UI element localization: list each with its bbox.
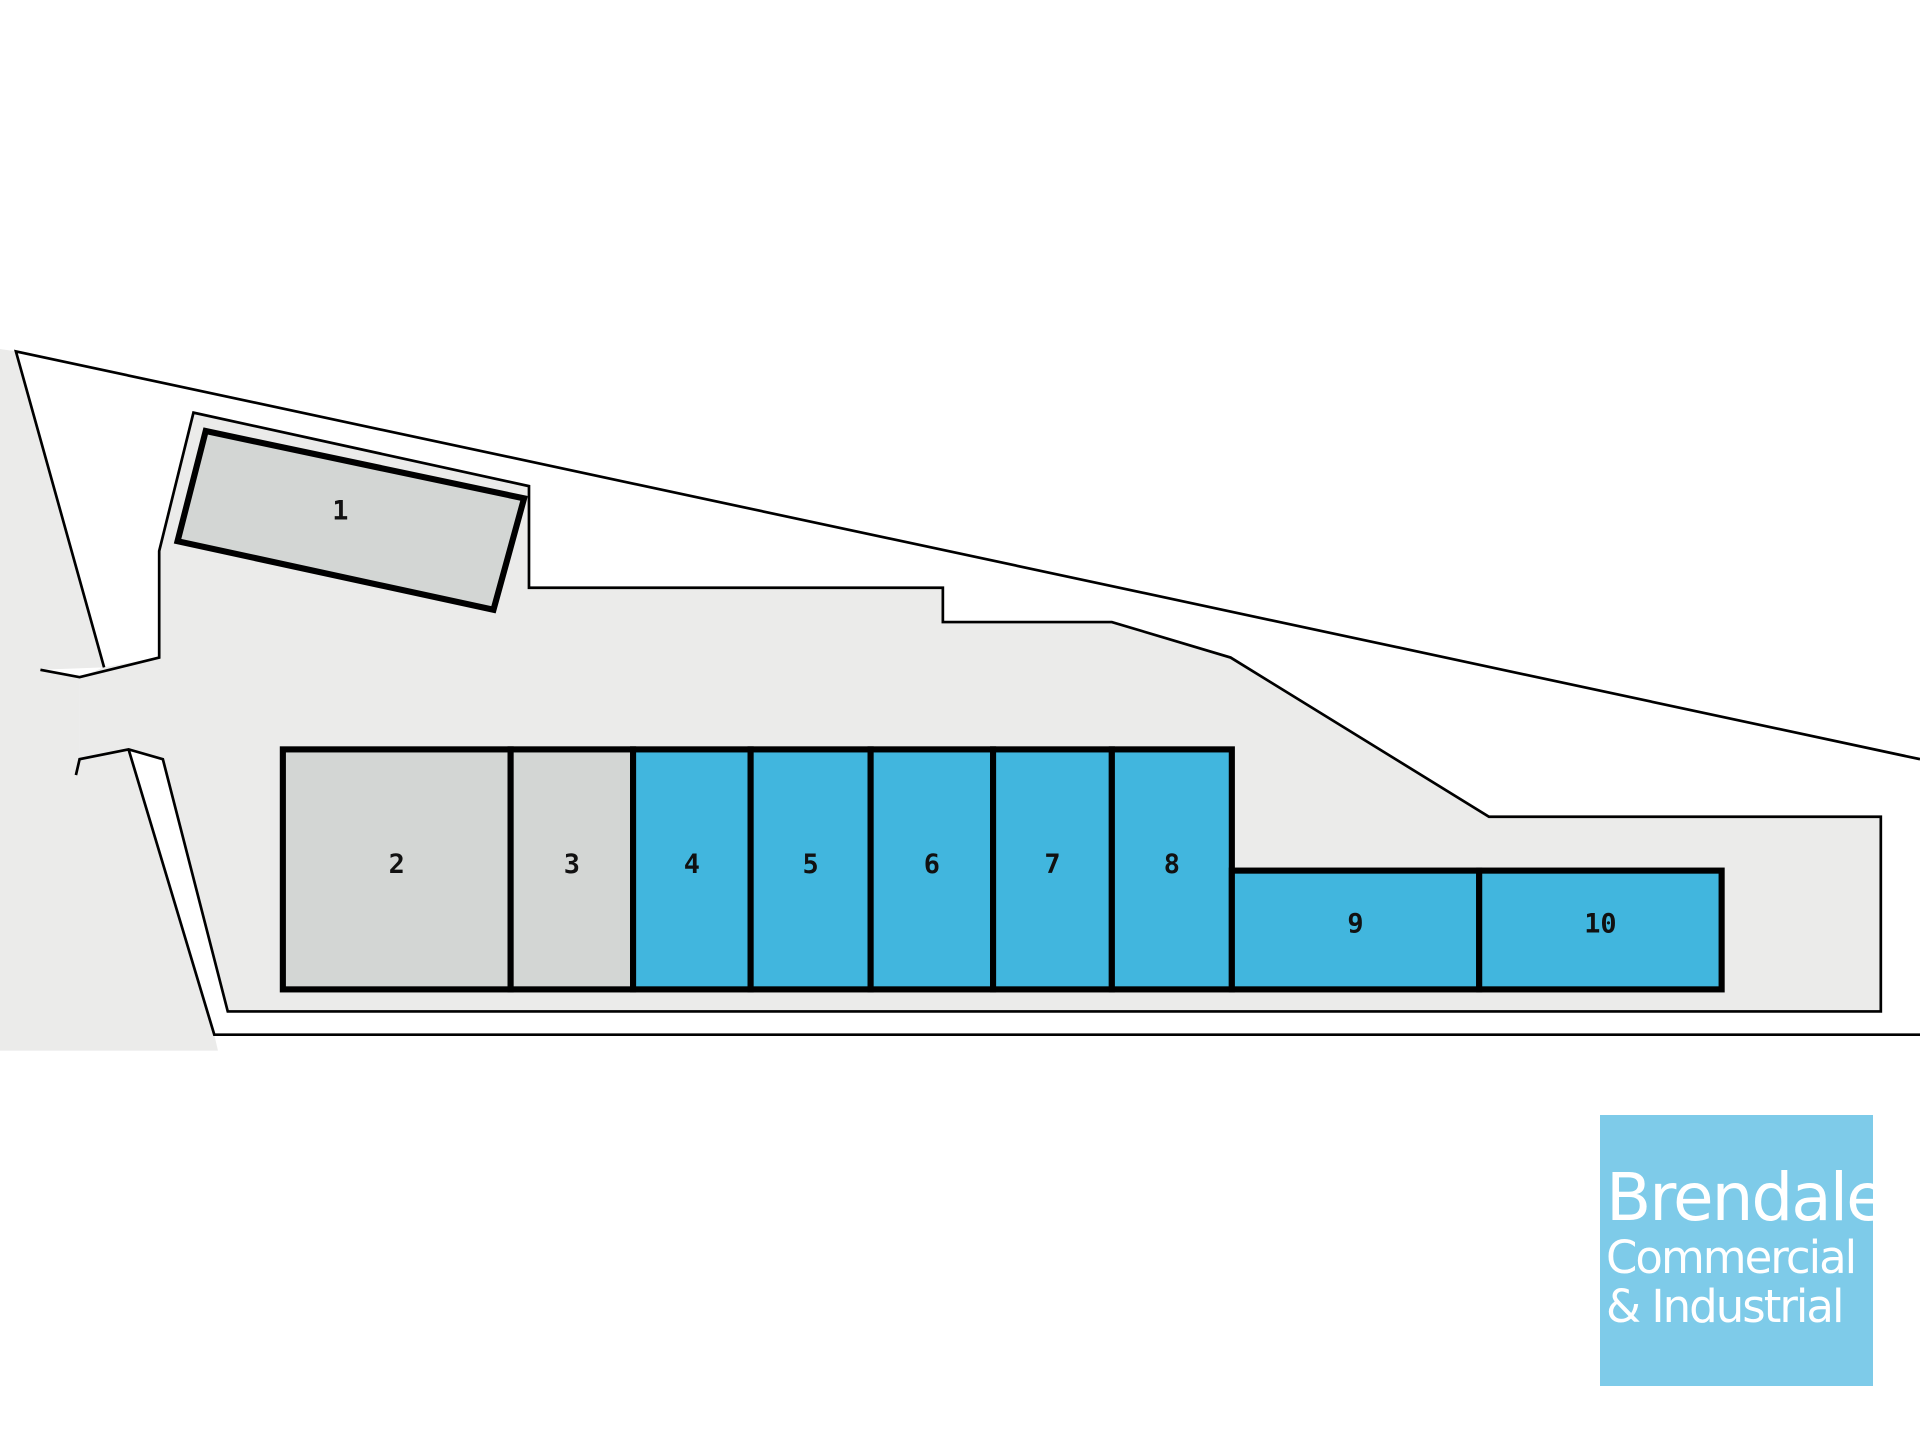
site-boundary	[14, 349, 1920, 761]
unit-label: 3	[564, 849, 580, 880]
unit-label: 7	[1044, 849, 1060, 880]
unit-label: 2	[389, 849, 405, 880]
unit-6[interactable]	[867, 746, 997, 993]
unit-label: 9	[1347, 909, 1363, 940]
logo-line-3: & Industrial	[1606, 1280, 1844, 1333]
street-area	[0, 348, 218, 1051]
unit-label: 8	[1164, 849, 1180, 880]
logo-line-2: Commercial	[1606, 1231, 1857, 1284]
unit-9[interactable]	[1228, 867, 1483, 993]
brendale-logo: Brendale Commercial & Industrial	[1600, 1115, 1887, 1386]
unit-label: 10	[1584, 909, 1616, 940]
unit-label: 6	[924, 849, 940, 880]
unit-label: 5	[803, 849, 819, 880]
unit-4[interactable]	[630, 746, 754, 993]
driveway-edge	[40, 411, 1883, 1013]
unit-label: 4	[684, 849, 700, 880]
logo-line-1: Brendale	[1606, 1159, 1887, 1236]
site-boundary-bottom	[127, 749, 1920, 1037]
unit-label: 1	[332, 495, 348, 526]
unit-1[interactable]	[173, 427, 528, 614]
unit-10[interactable]	[1476, 867, 1725, 993]
unit-8[interactable]	[1108, 746, 1235, 993]
unit-2[interactable]	[279, 746, 514, 993]
